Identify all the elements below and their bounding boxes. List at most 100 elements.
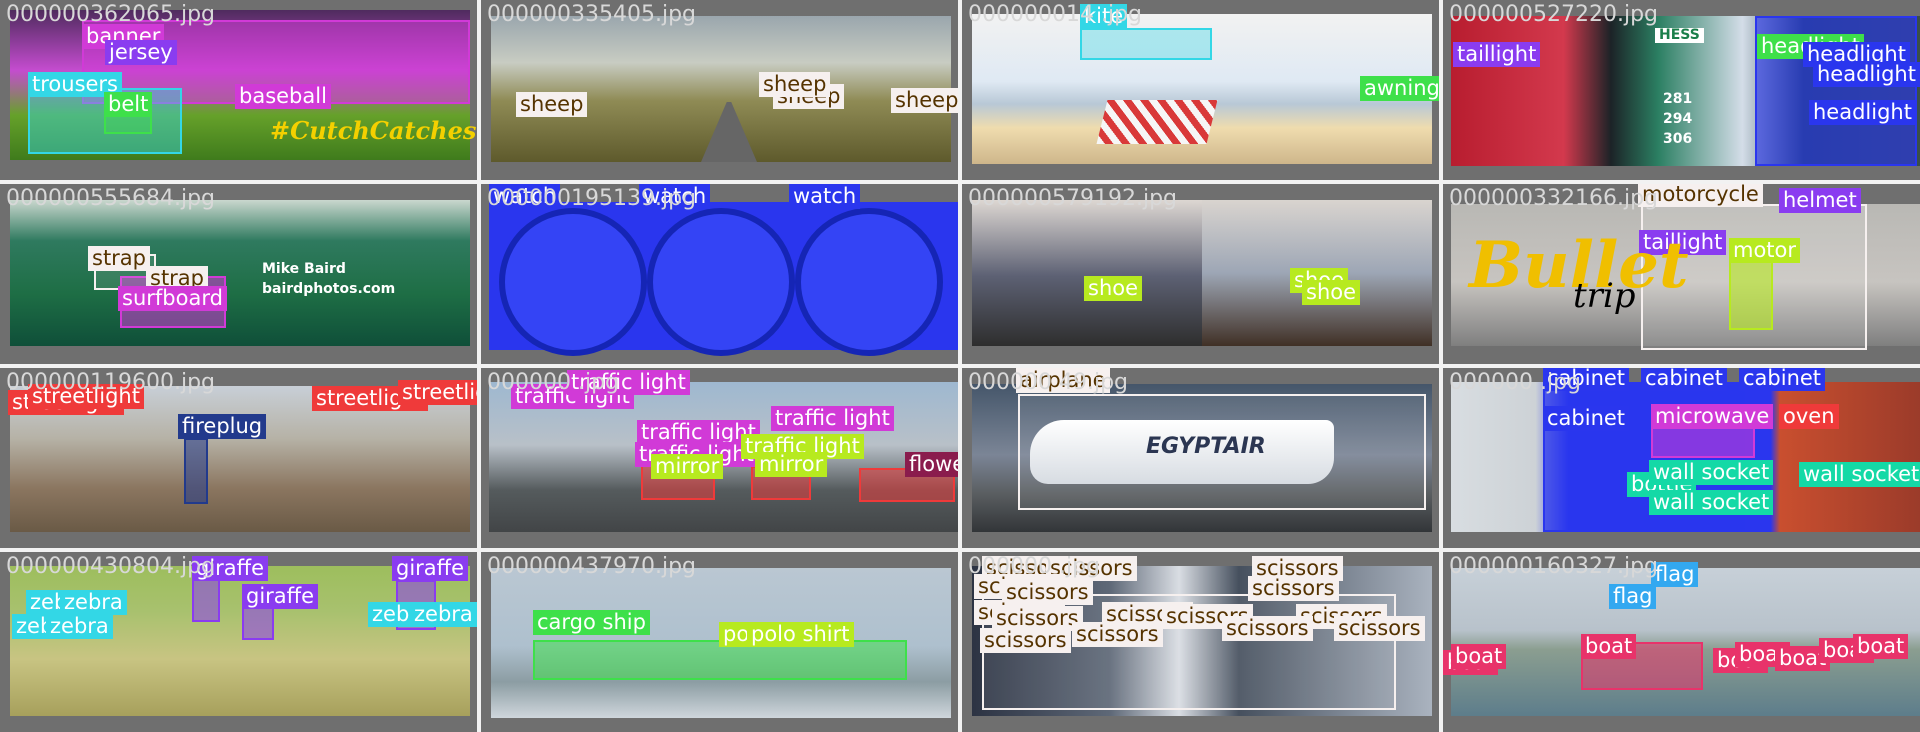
label-zebra-2: zebra <box>60 590 127 615</box>
file-name: 000000332166.jpg <box>1449 186 1658 211</box>
label-scissors-12: scissors <box>980 628 1071 653</box>
file-name: 000000527220.jpg <box>1449 2 1658 27</box>
tile-10[interactable]: traffic light traffic light traffic ligh… <box>481 368 958 548</box>
file-name: 000000 49.jpg <box>968 370 1129 395</box>
tile-12[interactable]: cabinet cabinet cabinet cabinet microwav… <box>1443 368 1920 548</box>
file-name: 000000195139.jpg <box>487 186 696 211</box>
tile-4[interactable]: taillight headlight headlight headlight … <box>1443 0 1920 180</box>
label-kite: kite <box>1080 4 1128 29</box>
tile-1[interactable]: banner jersey trousers belt baseball #Cu… <box>0 0 477 180</box>
file-name: 000000430804.jpg <box>6 554 215 579</box>
label-sheep-4: sheep <box>891 88 958 113</box>
file-name: 000000335405.jpg <box>487 2 696 27</box>
file-name: 000000 .jpg <box>487 370 620 395</box>
label-microwave: microwave <box>1651 404 1774 429</box>
label-mirror-1: mirror <box>651 454 724 479</box>
hashtag-overlay: #CutchCatches <box>270 116 477 145</box>
tile-6[interactable]: watch watch watch 000000195139.jpg <box>481 184 958 364</box>
fireplug-box <box>184 438 208 504</box>
tile-8[interactable]: motorcycle helmet taillight motor Bullet… <box>1443 184 1920 364</box>
label-zebra-6: zebra <box>410 602 477 627</box>
logo-trip: trip <box>1573 276 1636 316</box>
label-awning: awning <box>1360 76 1439 101</box>
label-oven: oven <box>1779 404 1839 429</box>
file-name: 000000579192.jpg <box>968 186 1177 211</box>
label-giraffe-3: giraffe <box>392 556 469 581</box>
label-zebra-4: zebra <box>46 614 113 639</box>
label-headlight-3: headlight <box>1813 62 1920 87</box>
tile-9[interactable]: streetlight streetlight streetlight stre… <box>0 368 477 548</box>
file-name: 000000437970.jpg <box>487 554 696 579</box>
image-surf <box>10 200 470 346</box>
label-cabinet-2: cabinet <box>1543 406 1630 431</box>
label-giraffe-1: giraffe <box>192 556 269 581</box>
watch-face-1 <box>499 208 647 356</box>
tile-3[interactable]: kite awning 000000014 .jpg <box>962 0 1439 180</box>
tile-11[interactable]: airplane EGYPTAIR 000000 49.jpg <box>962 368 1439 548</box>
label-watch-2: watch <box>639 184 711 209</box>
plane-livery: EGYPTAIR <box>1146 434 1266 459</box>
label-belt: belt <box>104 92 153 117</box>
label-cabinet-1: cabinet <box>1543 368 1630 391</box>
label-sheep-1: sheep <box>516 92 588 117</box>
label-jersey: jersey <box>105 40 177 65</box>
label-strap-1: strap <box>88 246 151 271</box>
label-cabinet-4: cabinet <box>1739 368 1826 391</box>
label-helmet: helmet <box>1779 188 1861 213</box>
file-name: 000000555684.jpg <box>6 186 215 211</box>
label-boat-3: boat <box>1581 634 1637 659</box>
price-2: 294 <box>1663 111 1693 127</box>
label-scissors-14: scissors <box>1222 616 1313 641</box>
label-traffic-light-3: traffic light <box>771 406 894 431</box>
label-boat-8: boat <box>1853 634 1909 659</box>
tile-13[interactable]: giraffe giraffe giraffe zebra zebra zebr… <box>0 552 477 732</box>
image-motorcycle <box>1451 204 1920 346</box>
label-flowerpot: flowerpot <box>905 452 958 477</box>
file-name: 000000 .jpg <box>1449 370 1582 395</box>
logo-bullet: Bullet <box>1469 228 1689 303</box>
sign-hess: HESS <box>1655 28 1704 43</box>
file-name: 000000160327.jpg <box>1449 554 1658 579</box>
label-cargo-ship: cargo ship <box>533 610 650 635</box>
label-flag-1: flag <box>1651 562 1699 587</box>
file-name: 000000 .jpg <box>968 554 1101 579</box>
image-shoe-left <box>972 200 1202 346</box>
label-baseball: baseball <box>235 84 331 109</box>
label-fireplug: fireplug <box>178 414 267 439</box>
price-1: 281 <box>1663 91 1693 107</box>
label-watch-3: watch <box>789 184 861 209</box>
credit-line-2: bairdphotos.com <box>262 281 396 297</box>
tile-2[interactable]: sheep sheep sheep sheep 000000335405.jpg <box>481 0 958 180</box>
label-boat-2: boat <box>1451 644 1507 669</box>
label-headlight-4: headlight <box>1809 100 1916 125</box>
label-cabinet-3: cabinet <box>1641 368 1728 391</box>
file-name: 000000119600.jpg <box>6 370 215 395</box>
label-traffic-light-2: traffic light <box>567 370 690 395</box>
tile-5[interactable]: strap strap surfboard Mike Baird bairdph… <box>0 184 477 364</box>
label-polo-shirt-2: polo shirt <box>747 622 854 647</box>
label-wall-socket-3: wall socket <box>1649 490 1774 515</box>
label-taillight: taillight <box>1453 42 1541 67</box>
tile-7[interactable]: shoe shoe shoe 000000579192.jpg <box>962 184 1439 364</box>
motor-box <box>1729 254 1773 330</box>
tile-14[interactable]: cargo ship polo shirt polo shirt 0000004… <box>481 552 958 732</box>
label-motorcycle: motorcycle <box>1638 184 1763 207</box>
tile-16[interactable]: flag flag boat boat boat boat boat boat … <box>1443 552 1920 732</box>
tile-15[interactable]: scissors scissors scissors scissors scis… <box>962 552 1439 732</box>
flags <box>1096 100 1218 144</box>
label-wall-socket-1: wall socket <box>1649 460 1774 485</box>
watch-face-3 <box>795 208 943 356</box>
label-sheep-3: sheep <box>759 72 831 97</box>
price-3: 306 <box>1663 131 1693 147</box>
label-flag-2: flag <box>1609 584 1657 609</box>
label-wall-socket-2: wall socket <box>1799 462 1920 487</box>
label-watch-1: watch <box>489 184 561 209</box>
label-airplane: airplane <box>1016 368 1110 393</box>
label-scissors-13: scissors <box>1072 622 1163 647</box>
label-shoe-1: shoe <box>1084 276 1143 301</box>
label-trousers: trousers <box>28 72 122 97</box>
label-motor: motor <box>1729 238 1801 263</box>
label-shoe-3: shoe <box>1302 280 1361 305</box>
label-streetlight-2: streetlight <box>28 384 144 409</box>
